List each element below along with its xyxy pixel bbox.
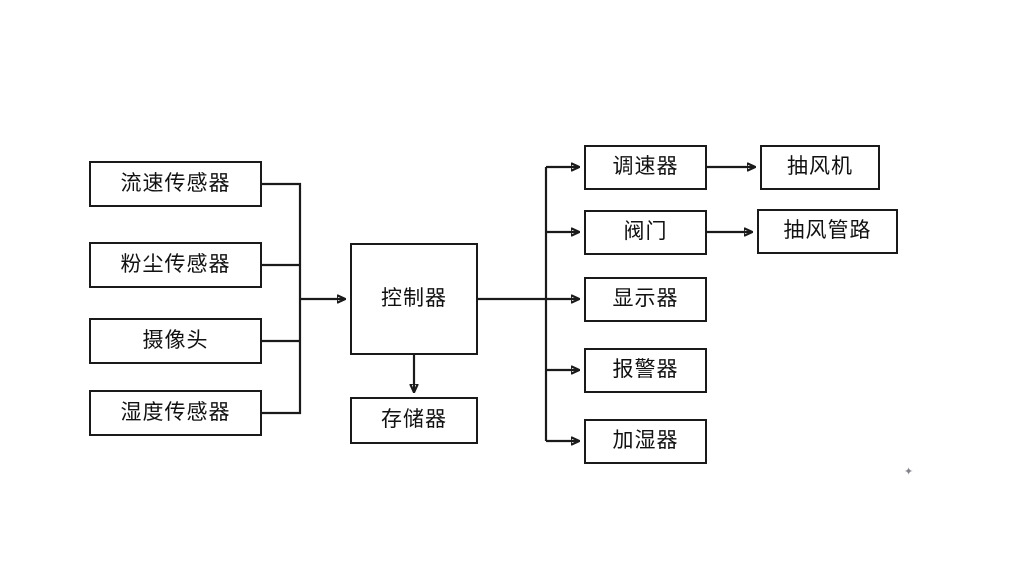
stray-mark-icon: ✦ [904, 466, 914, 478]
node-display[interactable]: 显示器 [584, 277, 707, 322]
node-speed-governor-label: 调速器 [612, 154, 679, 178]
node-dust-sensor-label: 粉尘传感器 [120, 251, 231, 276]
node-dust-sensor[interactable]: 粉尘传感器 [89, 242, 262, 288]
wire-humidity-sensor-to-bus [262, 299, 302, 415]
node-flow-sensor-label: 流速传感器 [120, 170, 231, 195]
node-alarm-label: 报警器 [612, 357, 679, 381]
node-valve[interactable]: 阀门 [584, 210, 707, 255]
node-exhaust-fan[interactable]: 抽风机 [760, 145, 880, 190]
node-exhaust-duct[interactable]: 抽风管路 [757, 209, 898, 254]
node-controller[interactable]: 控制器 [350, 243, 478, 355]
node-exhaust-fan-label: 抽风机 [787, 154, 853, 178]
node-speed-governor[interactable]: 调速器 [584, 145, 707, 190]
node-valve-label: 阀门 [623, 219, 668, 243]
node-humidity-sensor[interactable]: 湿度传感器 [89, 390, 262, 436]
node-humidifier-label: 加湿器 [612, 428, 679, 452]
node-controller-label: 控制器 [381, 285, 447, 310]
node-storage-label: 存储器 [381, 407, 447, 431]
node-exhaust-duct-label: 抽风管路 [783, 218, 872, 242]
node-storage[interactable]: 存储器 [350, 397, 478, 444]
node-flow-sensor[interactable]: 流速传感器 [89, 161, 262, 207]
node-display-label: 显示器 [612, 286, 679, 310]
node-alarm[interactable]: 报警器 [584, 348, 707, 393]
node-humidity-sensor-label: 湿度传感器 [120, 399, 231, 424]
node-camera[interactable]: 摄像头 [89, 318, 262, 364]
node-camera-label: 摄像头 [142, 327, 209, 352]
wire-flow-sensor-to-bus [262, 182, 302, 299]
node-humidifier[interactable]: 加湿器 [584, 419, 707, 464]
